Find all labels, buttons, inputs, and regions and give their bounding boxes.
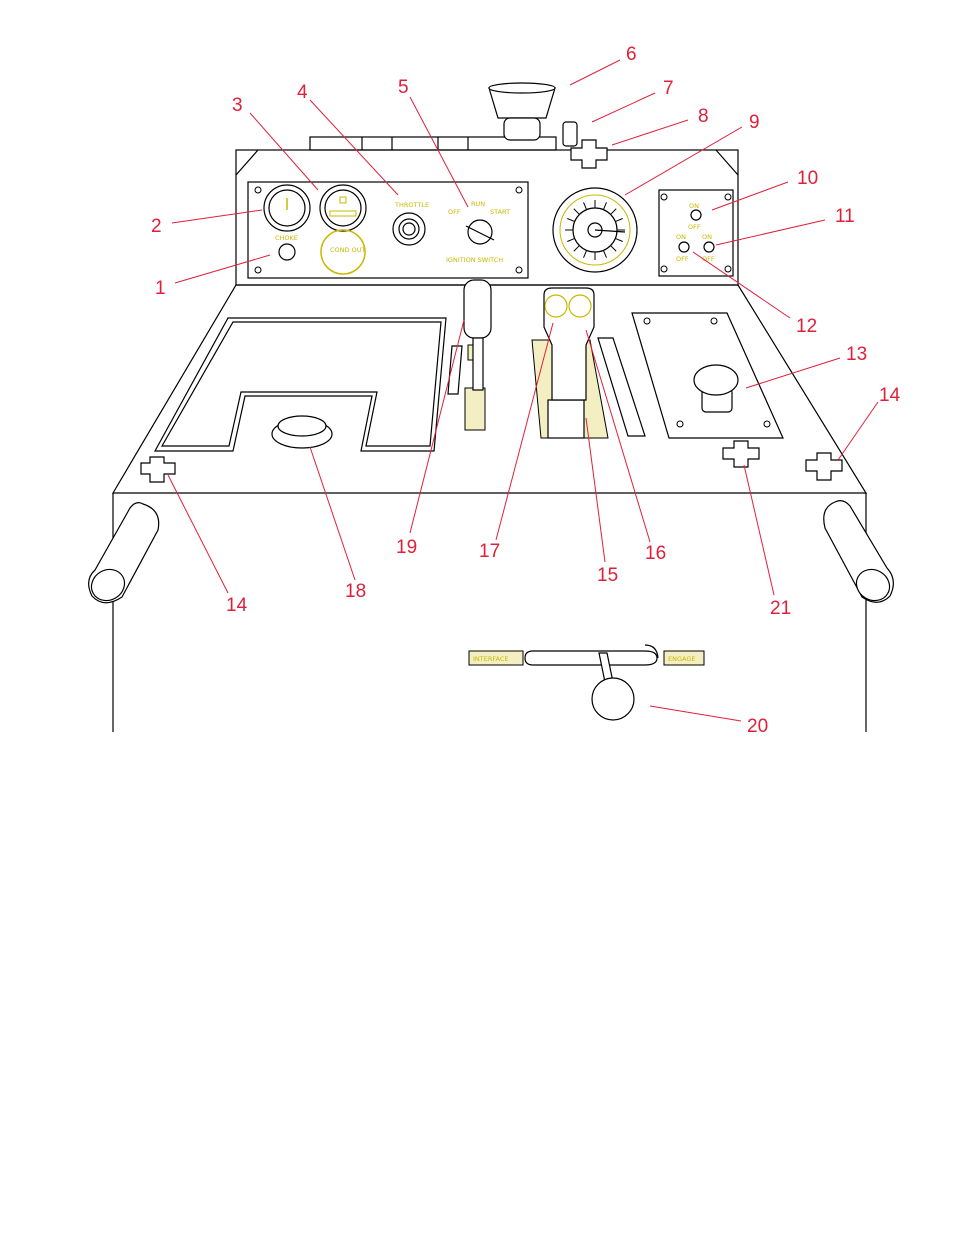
callout-6: 6: [626, 44, 637, 65]
machine-body: [111, 136, 868, 732]
callout-3: 3: [232, 95, 243, 116]
gauge-left: [263, 184, 311, 232]
lever-19[interactable]: [447, 279, 492, 431]
dial-tick: [573, 245, 580, 252]
callout-5: 5: [398, 77, 409, 98]
right-switch-panel: ON OFF ON ON OFF OFF: [658, 189, 734, 277]
control-handle-15[interactable]: [531, 287, 646, 439]
callout-9: 9: [749, 112, 760, 133]
callout-18: 18: [345, 581, 366, 602]
choke-label: CHOKE: [275, 234, 298, 242]
side-handle-right[interactable]: [823, 500, 895, 607]
cond-out-indicator: [320, 229, 366, 275]
dial-tick: [615, 237, 623, 242]
callout-7: 7: [663, 78, 674, 99]
callout-10: 10: [797, 168, 818, 189]
dial-tick: [583, 202, 588, 210]
dial-tick: [602, 250, 607, 258]
interface-right-label: ENGAGE: [668, 655, 695, 663]
left-tray: [153, 317, 447, 452]
throttle-control[interactable]: [392, 212, 426, 246]
callout-11: 11: [835, 206, 855, 227]
run-label: RUN: [471, 200, 485, 208]
callout-21: 21: [770, 598, 791, 619]
callout-14-right: 14: [879, 385, 901, 406]
callout-2: 2: [151, 216, 162, 237]
plus-fitting-14-right: [805, 452, 843, 481]
toggle-right-off-label: OFF: [702, 255, 715, 263]
button-plate-13: [631, 312, 784, 439]
ignition-switch-label: IGNITION SWITCH: [446, 256, 503, 264]
callout-15: 15: [597, 565, 618, 586]
callout-numbers: 1 2 3 4 5 6 7 8 9 10 11 12 13 14 14 15 1…: [151, 44, 901, 737]
callout-13: 13: [846, 344, 867, 365]
interface-left-label: INTERFACE: [473, 655, 509, 663]
throttle-label: THROTTLE: [394, 201, 429, 209]
toggle-switch-12[interactable]: [678, 241, 690, 253]
knob-18[interactable]: [271, 415, 333, 449]
side-handle-left[interactable]: [86, 502, 160, 607]
start-label: START: [490, 208, 510, 216]
toggle-left-on-label: ON: [676, 233, 686, 241]
toggle-top-on-label: ON: [689, 202, 699, 210]
callout-20: 20: [747, 716, 768, 737]
selector-dial[interactable]: [552, 187, 638, 273]
ignition-switch[interactable]: [467, 219, 493, 245]
dial-tick: [602, 202, 607, 210]
dial-tick: [610, 208, 617, 215]
dial-tick: [583, 250, 588, 258]
callout-1: 1: [155, 278, 166, 299]
off-label: OFF: [448, 208, 461, 216]
callout-17: 17: [479, 541, 500, 562]
fitting-7: [562, 121, 578, 147]
left-instrument-panel: CHOKE COND OUT THROTTLE RUN OFF START IG…: [247, 181, 529, 279]
toggle-switch-11[interactable]: [703, 241, 715, 253]
gauge-right: [319, 184, 367, 232]
top-cap-6: [488, 82, 556, 141]
callout-4: 4: [297, 82, 308, 103]
dial-tick: [573, 208, 580, 215]
toggle-switch-10[interactable]: [690, 209, 702, 221]
toggle-right-on-label: ON: [702, 233, 712, 241]
callout-8: 8: [698, 106, 709, 127]
dial-tick: [615, 218, 623, 223]
dial-tick: [610, 245, 617, 252]
callout-16: 16: [645, 543, 666, 564]
interface-lever-20[interactable]: INTERFACE ENGAGE: [468, 644, 705, 721]
choke-button[interactable]: [278, 243, 296, 261]
callout-19: 19: [396, 537, 417, 558]
toggle-top-off-label: OFF: [688, 223, 701, 231]
callout-14-left: 14: [226, 595, 248, 616]
dial-tick: [567, 218, 575, 223]
plus-fitting-14-left: [140, 456, 176, 483]
plus-fitting-8: [570, 139, 608, 169]
cond-out-label: COND OUT: [330, 246, 365, 254]
dial-tick: [567, 237, 575, 242]
toggle-left-off-label: OFF: [676, 255, 689, 263]
plus-fitting-21: [722, 440, 760, 468]
push-button-13[interactable]: [693, 364, 739, 396]
callout-12: 12: [796, 316, 817, 337]
leader-lines: [167, 59, 879, 722]
